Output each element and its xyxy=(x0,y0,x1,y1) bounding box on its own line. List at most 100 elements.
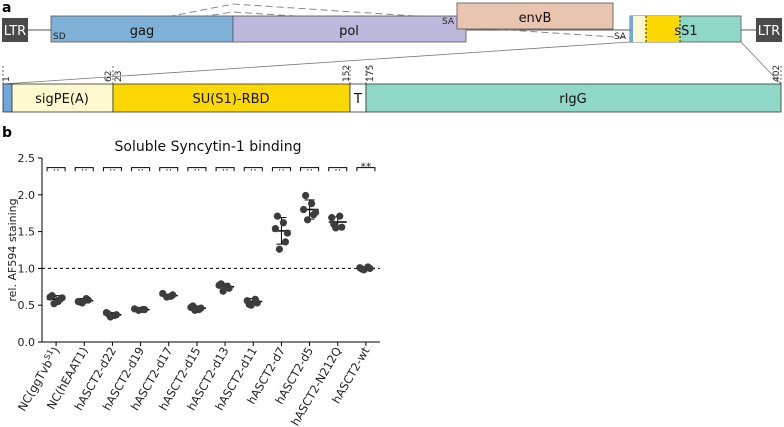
data-point xyxy=(217,280,225,288)
zoom-line-left xyxy=(2,41,631,85)
significance-bracket xyxy=(46,167,66,172)
y-axis-label: rel. AF594 staining xyxy=(6,198,19,301)
data-point xyxy=(328,214,336,222)
data-point xyxy=(82,294,90,303)
domain-rigg-label: rIgG xyxy=(559,92,587,107)
data-point xyxy=(307,200,316,208)
x-tick-label-superscript: S1 xyxy=(42,348,55,361)
ltr-right-label: LTR xyxy=(758,24,780,39)
significance-marker: .. xyxy=(306,161,313,174)
ss1-su-segment xyxy=(646,16,680,42)
pos-label-175: 175 xyxy=(366,65,376,82)
pos-label-62: 62 xyxy=(104,71,114,82)
data-point xyxy=(138,306,147,314)
significance-bracket xyxy=(243,167,263,172)
significance-bracket xyxy=(187,167,207,172)
sa2-label: SA xyxy=(614,32,627,42)
zoom-line-right xyxy=(740,41,782,85)
sa1-label: SA xyxy=(442,17,455,27)
data-point xyxy=(167,292,175,300)
significance-marker: .. xyxy=(250,161,257,174)
significance-bracket xyxy=(328,167,348,172)
data-point xyxy=(251,295,259,303)
significance-marker: .. xyxy=(334,161,341,174)
significance-marker: .. xyxy=(165,161,172,174)
significance-marker: .. xyxy=(193,161,200,174)
panel-a-label: a xyxy=(2,0,11,16)
data-point xyxy=(311,208,320,217)
domain-sig xyxy=(11,83,114,113)
data-point xyxy=(303,216,312,224)
y-tick-label: 2.5 xyxy=(18,152,36,165)
envb-box xyxy=(456,2,614,30)
ltr-left-box xyxy=(2,18,28,42)
y-tick-label: 1.5 xyxy=(18,226,36,239)
significance-marker: .. xyxy=(222,161,229,174)
data-point xyxy=(58,294,66,302)
domain-sig-label: sigPE(A) xyxy=(35,92,89,107)
panel-b-label: b xyxy=(2,125,12,141)
domain-rigg xyxy=(365,83,782,113)
y-tick-label: 0.0 xyxy=(18,336,36,349)
data-point xyxy=(364,263,372,271)
significance-marker: ** xyxy=(360,161,372,174)
ss1-label: sS1 xyxy=(674,24,697,39)
sd-label: SD xyxy=(53,32,66,42)
data-point xyxy=(283,229,292,237)
data-point xyxy=(245,300,253,309)
domain-start xyxy=(2,83,13,113)
data-point xyxy=(104,310,113,318)
pos-label-1: 1 xyxy=(2,76,12,82)
significance-marker: .. xyxy=(137,161,144,174)
x-tick-label-suffix: ) xyxy=(48,345,62,356)
data-point xyxy=(223,282,231,290)
significance-marker: .. xyxy=(53,161,60,174)
data-point xyxy=(219,287,227,295)
data-point xyxy=(301,191,310,200)
ss1-start-segment xyxy=(630,16,633,42)
significance-bracket xyxy=(271,167,291,172)
domain-t-label: T xyxy=(353,92,362,107)
significance-bracket xyxy=(356,167,376,172)
data-point xyxy=(195,306,203,314)
data-point xyxy=(338,223,346,231)
gag-label: gag xyxy=(130,24,154,39)
data-point xyxy=(189,302,197,310)
y-tick-label: 0.5 xyxy=(18,299,36,312)
data-point xyxy=(281,238,290,246)
data-point xyxy=(159,289,167,298)
significance-marker: .. xyxy=(81,161,88,174)
data-point xyxy=(48,292,56,300)
domain-su xyxy=(112,83,351,113)
pos-label-152: 152 xyxy=(342,65,352,82)
domain-su-label: SU(S1)-RBD xyxy=(192,92,269,107)
pol-label: pol xyxy=(339,24,359,39)
significance-bracket xyxy=(102,167,122,172)
significance-bracket xyxy=(74,167,94,172)
ss1-sig-segment xyxy=(633,16,646,42)
significance-bracket xyxy=(131,167,151,172)
data-point xyxy=(330,220,338,228)
significance-bracket xyxy=(215,167,235,172)
data-point xyxy=(273,212,282,220)
gag-box xyxy=(50,15,234,43)
data-point xyxy=(279,219,288,227)
significance-marker: .. xyxy=(109,161,116,174)
data-point xyxy=(271,225,280,233)
data-point xyxy=(336,212,344,220)
significance-marker: .. xyxy=(278,161,285,174)
data-point xyxy=(358,265,366,273)
y-tick-label: 2.0 xyxy=(18,189,36,202)
data-point xyxy=(110,311,119,320)
data-point xyxy=(275,245,284,253)
pos-label-402: 402 xyxy=(772,65,782,82)
significance-bracket xyxy=(300,167,320,172)
envb-label: envB xyxy=(519,11,552,26)
significance-bracket xyxy=(159,167,179,172)
data-point xyxy=(299,205,308,214)
pos-label-23: 23 xyxy=(114,71,124,82)
ltr-right-box xyxy=(756,18,782,42)
y-tick-label: 1.0 xyxy=(18,262,36,275)
plot-area: 0.00.51.01.52.02.5NC(ggTvbS1)NC(hEAAT1)h… xyxy=(15,152,380,427)
